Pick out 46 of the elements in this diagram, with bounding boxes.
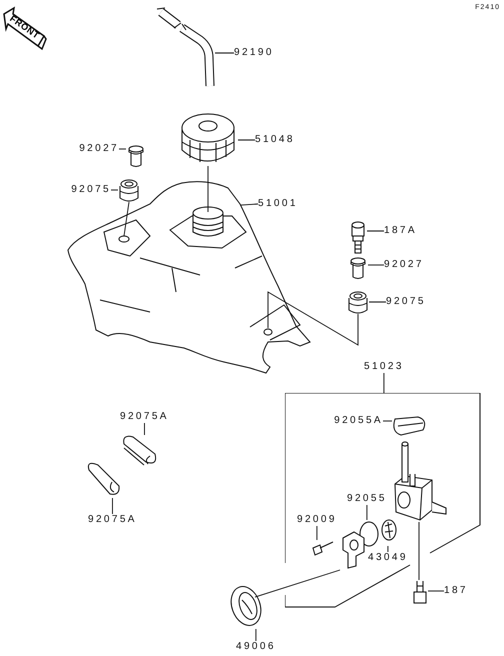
callout-number: 92075 [71,184,111,196]
assembly-line [268,291,358,346]
callout-number: 92075A [88,514,137,526]
callout-number: 92027 [79,143,119,155]
grommet-drawing [118,178,140,202]
leader-line [316,526,318,540]
assembly-bracket-line [285,393,481,608]
callout-number: 92055A [334,415,383,427]
leader-line [366,504,368,520]
callout-number: 49006 [236,641,276,653]
callout-number: 92075 [386,296,426,308]
leader-line [366,230,384,232]
sleeve-drawing [85,462,121,498]
collar-drawing [126,145,146,167]
leader-line [387,546,388,552]
callout-number: 92009 [297,514,337,526]
leader-line [240,204,258,206]
callout-number: 51023 [364,361,404,373]
assembly-line [254,570,340,598]
callout-number: 187 [444,585,468,597]
screw-drawing [310,540,334,556]
leader-line [383,372,384,394]
seal-ring-drawing [228,585,262,629]
leader-line [118,148,126,150]
leader-line [112,498,113,514]
gasket-drawing [392,414,428,438]
callout-number: 92190 [234,47,274,59]
bolt-drawing [349,220,367,254]
grommet-drawing [347,290,369,314]
leader-line [255,628,256,642]
lever-plate-drawing [340,530,366,570]
callout-number: 51001 [258,198,298,210]
leader-line [144,422,145,436]
leader-line [214,52,234,54]
callout-number: 92055 [347,493,387,505]
leader-line [382,420,392,422]
assembly-line [418,522,420,580]
callout-number: 51048 [255,134,295,146]
callout-number: 187A [384,225,417,237]
assembly-line [124,202,130,236]
callout-number: 43049 [368,552,408,564]
leader-line [428,590,444,592]
screw-drawing [412,580,428,606]
leader-line [368,264,384,266]
callout-number: 92075A [120,411,169,423]
callout-number: 92027 [384,259,424,271]
